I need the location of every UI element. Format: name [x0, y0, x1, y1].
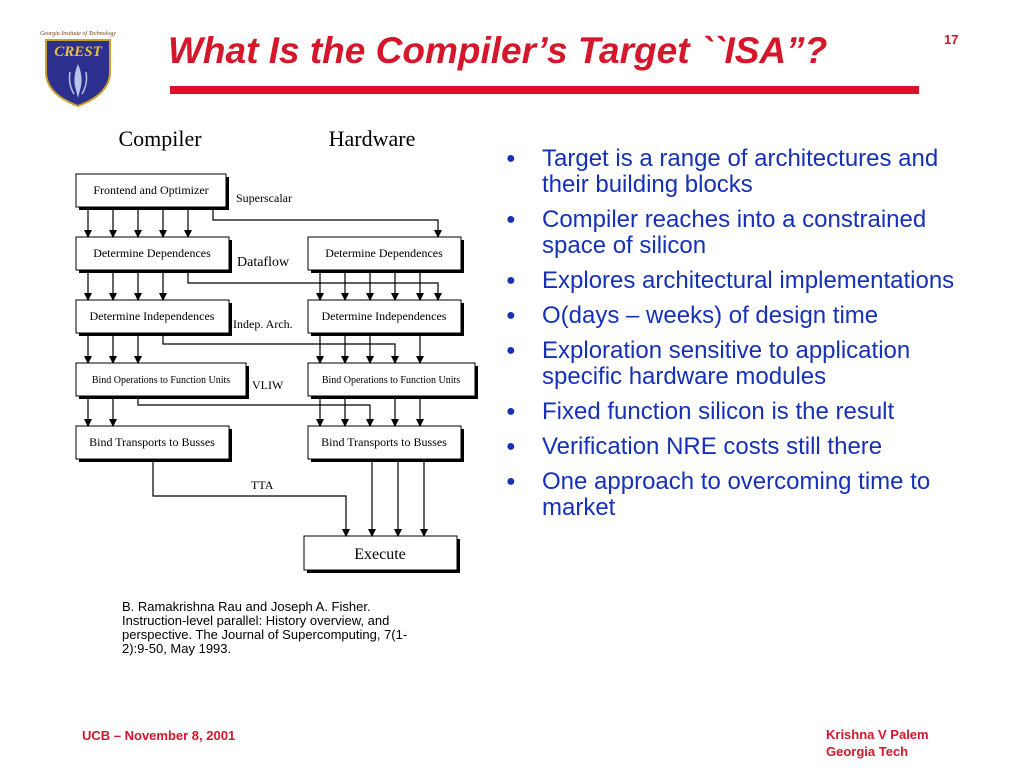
label-compiler-bind-ops: Bind Operations to Function Units: [92, 375, 230, 386]
logo-name: CREST: [54, 44, 102, 60]
bullet-icon: ●: [506, 342, 516, 359]
label-tta: TTA: [251, 478, 274, 492]
bullet-icon: ●: [506, 438, 516, 455]
citation: B. Ramakrishna Rau and Joseph A. Fisher.…: [122, 599, 408, 656]
compiler-hardware-diagram: Compiler Hardware Frontend and Optimizer…: [75, 126, 478, 573]
box-execute: [303, 535, 458, 571]
box-compiler-independences: [75, 299, 230, 334]
slide-number: 17: [944, 32, 959, 47]
label-dataflow: Dataflow: [237, 255, 290, 270]
list-item: ●One approach to overcoming time to mark…: [506, 468, 931, 521]
box-compiler-bind-ops: [75, 362, 247, 397]
compiler-header: Compiler: [118, 126, 202, 151]
list-item: ●Target is a range of architectures and …: [506, 145, 939, 198]
flame-icon: [74, 64, 82, 98]
label-compiler-independences: Determine Independences: [90, 309, 215, 323]
bullet-icon: ●: [506, 307, 516, 324]
label-frontend-optimizer: Frontend and Optimizer: [93, 183, 208, 197]
list-item: ●Fixed function silicon is the result: [506, 398, 895, 425]
footer-date: UCB – November 8, 2001: [82, 728, 236, 743]
box-hardware-bind-ops: [307, 362, 476, 397]
bullet-icon: ●: [506, 272, 516, 289]
box-hardware-independences: [307, 299, 462, 334]
list-item: ●Exploration sensitive to application sp…: [506, 337, 911, 390]
list-item: ●O(days – weeks) of design time: [506, 302, 879, 329]
box-hardware-bind-transports: [307, 425, 462, 460]
slide-title: What Is the Compiler’s Target ``ISA”?: [168, 30, 828, 71]
list-item: ●Explores architectural implementations: [506, 267, 955, 294]
label-vliw: VLIW: [252, 378, 284, 392]
bullet-icon: ●: [506, 150, 516, 167]
title-underline: [170, 86, 919, 94]
box-frontend-optimizer: [75, 173, 227, 208]
list-item: ●Compiler reaches into a constrained spa…: [506, 206, 927, 259]
bullet-icon: ●: [506, 473, 516, 490]
box-hardware-dependences: [307, 236, 462, 271]
logo-top-text: Georgia Institute of Technology: [40, 30, 116, 37]
crest-logo: Georgia Institute of Technology CREST: [40, 30, 116, 108]
label-hardware-independences: Determine Independences: [322, 309, 447, 323]
label-compiler-bind-transports: Bind Transports to Busses: [89, 435, 215, 449]
footer-author: Krishna V Palem Georgia Tech: [826, 726, 929, 760]
label-compiler-dependences: Determine Dependences: [93, 246, 211, 260]
label-superscalar: Superscalar: [236, 191, 292, 205]
footer-author-org: Georgia Tech: [826, 744, 909, 759]
hardware-header: Hardware: [329, 126, 416, 151]
label-hardware-dependences: Determine Dependences: [325, 246, 443, 260]
box-compiler-dependences: [75, 236, 230, 271]
bullet-icon: ●: [506, 211, 516, 228]
list-item: ●Verification NRE costs still there: [506, 433, 883, 460]
label-hardware-bind-transports: Bind Transports to Busses: [321, 435, 447, 449]
label-execute: Execute: [354, 546, 406, 563]
label-indep-arch: Indep. Arch.: [233, 317, 293, 331]
footer-author-name: Krishna V Palem: [826, 727, 929, 742]
box-compiler-bind-transports: [75, 425, 230, 460]
bullet-list: ●Target is a range of architectures and …: [496, 146, 966, 530]
label-hardware-bind-ops: Bind Operations to Function Units: [322, 375, 460, 386]
bullet-icon: ●: [506, 403, 516, 420]
